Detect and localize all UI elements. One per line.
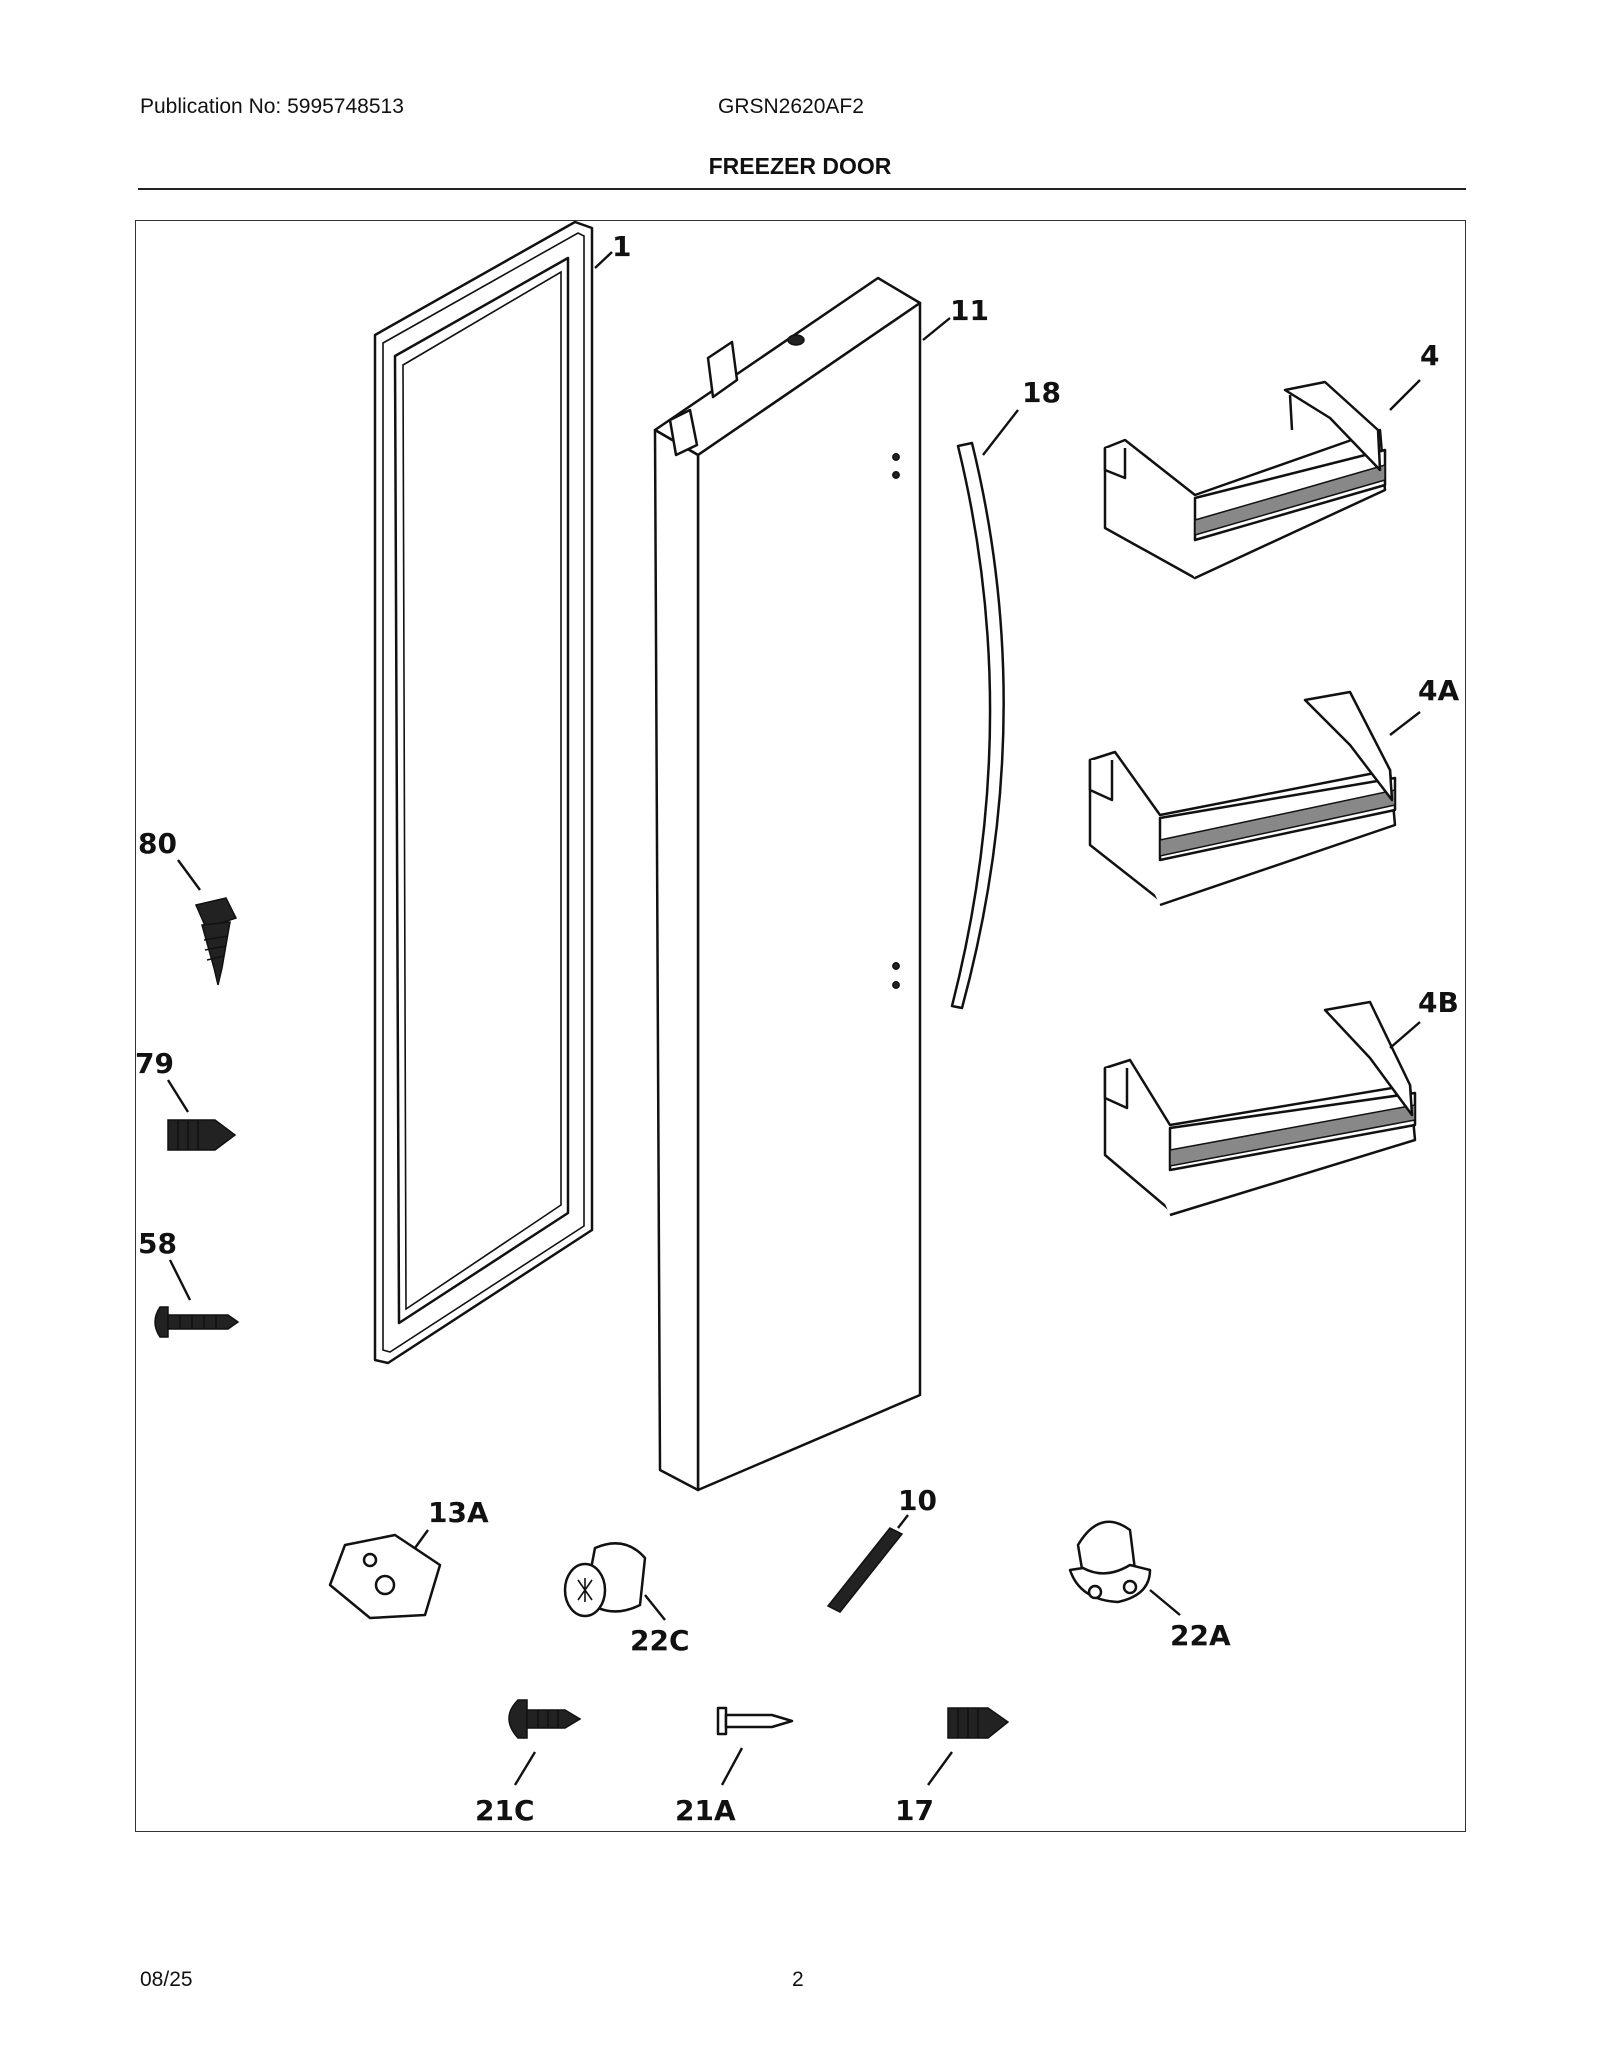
callout-4: 4: [1420, 339, 1439, 372]
leader-79: [166, 1079, 190, 1113]
header-rule: [138, 188, 1466, 190]
leader-22a: [1149, 1589, 1181, 1616]
callout-11: 11: [950, 294, 989, 327]
callout-17: 17: [895, 1794, 934, 1827]
screw-58: [154, 1306, 240, 1338]
callout-21c: 21C: [475, 1794, 535, 1827]
footer-date: 08/25: [140, 1968, 193, 1991]
leader-80: [177, 859, 201, 891]
door-handle-trim: [950, 441, 1005, 1010]
bushing-22c: [563, 1542, 647, 1618]
leader-11: [922, 317, 951, 341]
callout-22c: 22C: [630, 1624, 690, 1657]
leader-21a: [720, 1747, 744, 1786]
callout-18: 18: [1022, 376, 1061, 409]
pin-10: [826, 1527, 904, 1613]
page-number: 2: [792, 1968, 804, 1991]
door-bin-4b: [1103, 1000, 1417, 1217]
leader-58: [168, 1259, 192, 1301]
leader-18: [982, 409, 1019, 456]
leader-10: [897, 1514, 909, 1529]
callout-4a: 4A: [1418, 674, 1459, 707]
callout-80: 80: [138, 827, 177, 860]
door-bin-4: [1103, 380, 1387, 580]
bracket-13a: [328, 1533, 442, 1620]
door-bin-4a: [1088, 690, 1397, 907]
leader-13a: [414, 1529, 429, 1549]
diagram-frame: [135, 220, 1466, 1832]
callout-1: 1: [612, 230, 631, 263]
callout-10: 10: [898, 1484, 937, 1517]
screw-21c: [508, 1699, 582, 1739]
leader-4b: [1389, 1021, 1421, 1049]
leader-1: [594, 251, 613, 269]
freezer-door: [653, 276, 922, 1492]
plug-17: [947, 1707, 1010, 1739]
page-title: FREEZER DOOR: [708, 153, 892, 179]
publication-number: Publication No: 5995748513: [140, 95, 404, 118]
model-number: GRSN2620AF2: [718, 95, 864, 118]
screw-21a: [716, 1706, 794, 1736]
leader-22c: [644, 1594, 666, 1621]
leader-4a: [1389, 711, 1421, 736]
leader-17: [927, 1751, 953, 1786]
callout-13a: 13A: [428, 1496, 489, 1529]
callout-21a: 21A: [675, 1794, 736, 1827]
screw-80: [194, 897, 238, 986]
callout-22a: 22A: [1170, 1619, 1231, 1652]
callout-58: 58: [138, 1227, 177, 1260]
door-gasket: [373, 220, 594, 1365]
hinge-bushing-22a: [1068, 1520, 1152, 1604]
plug-79: [167, 1119, 237, 1151]
callout-4b: 4B: [1418, 986, 1459, 1019]
leader-4: [1389, 379, 1421, 411]
callout-79: 79: [135, 1047, 174, 1080]
leader-21c: [513, 1751, 537, 1786]
